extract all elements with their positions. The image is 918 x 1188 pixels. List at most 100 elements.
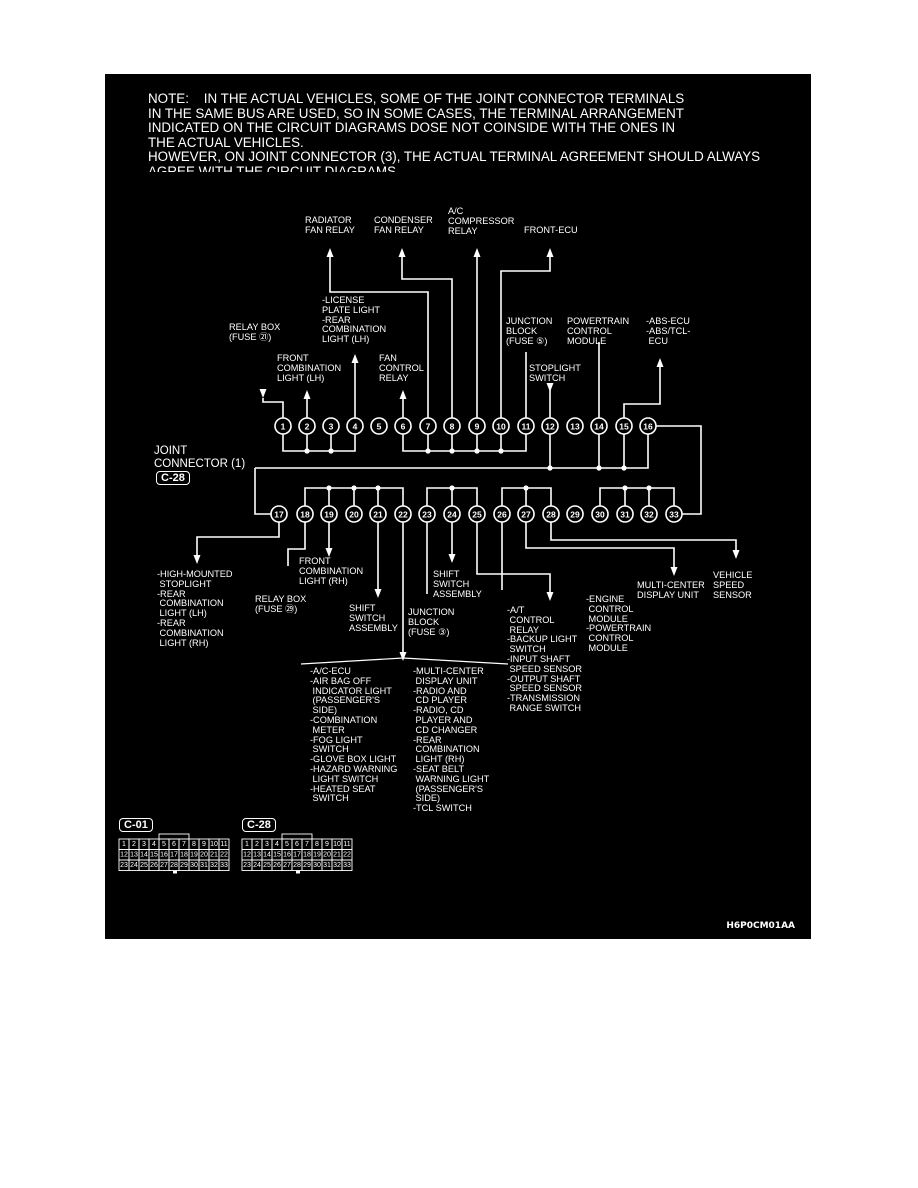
connector-face-c28-cell-label: 27: [283, 862, 291, 869]
junction-dot: [375, 485, 381, 491]
arrow-up-icon: [326, 248, 334, 257]
note-text: NOTE: IN THE ACTUAL VEHICLES, SOME OF TH…: [148, 92, 761, 172]
junction-block-bottom-label: JUNCTION BLOCK (FUSE ③): [408, 607, 455, 637]
arrow-up-icon: [351, 354, 359, 363]
arrow-down-icon: [670, 567, 678, 576]
terminal-24: [443, 505, 461, 523]
terminal-20-label: 20: [349, 510, 359, 520]
connector-face-c28-cell-label: 31: [323, 862, 331, 869]
terminal-27-label: 27: [521, 510, 531, 520]
connector-face-c01-cell: [218, 859, 230, 871]
arrow-up-icon: [399, 390, 407, 399]
connector-face-c01-cell-label: 28: [170, 862, 178, 869]
connector-face-c01-cell-label: 21: [210, 851, 218, 858]
terminal-33: [665, 505, 683, 523]
junction-dot: [596, 465, 602, 471]
connector-face-c28-cell: [341, 859, 353, 871]
junction-dot: [646, 485, 652, 491]
connector-face-c28-cell-label: 19: [313, 851, 321, 858]
arrow-down-icon: [546, 383, 554, 392]
terminal-19-label: 19: [324, 510, 334, 520]
powertrain-control-module-label: POWERTRAIN CONTROL MODULE: [567, 316, 630, 346]
connector-face-c28-cell-label: 7: [305, 841, 309, 848]
terminal-21-label: 21: [373, 510, 383, 520]
junction-dot: [474, 448, 480, 454]
connector-face-c28-cell-label: 20: [323, 851, 331, 858]
terminal-6-label: 6: [401, 422, 406, 432]
connector-face-c01-cell-label: 15: [150, 851, 158, 858]
terminal-14-label: 14: [594, 422, 604, 432]
connector-face-c28-cell-label: 26: [273, 862, 281, 869]
connector-face-c01-cell-label: 25: [140, 862, 148, 869]
relay-box-top-label: RELAY BOX (FUSE ㉑): [229, 322, 281, 342]
connector-face-c28-cell-label: 33: [343, 862, 351, 869]
junction-dot: [498, 448, 504, 454]
connector-face-c01-cell-label: 11: [220, 841, 227, 848]
arrow-up-icon: [473, 248, 481, 257]
connector-face-c28-cell-label: 32: [333, 862, 341, 869]
connector-face-c01-cell-label: 30: [190, 862, 198, 869]
connector-face-c01-cell-label: 16: [160, 851, 168, 858]
wire-b28: [550, 522, 737, 554]
bus-c: [255, 434, 649, 469]
arrow-down-icon: [546, 592, 554, 601]
junction-block-top-label: JUNCTION BLOCK (FUSE ⑤): [506, 316, 553, 346]
terminal-6: [394, 417, 412, 435]
connector-face-c28-cell-label: 13: [253, 851, 261, 858]
terminal-26: [493, 505, 511, 523]
connector-face-c01-cell-label: 13: [130, 851, 138, 858]
connector-face-c01-cell-label: 33: [220, 862, 228, 869]
terminal-11-label: 11: [522, 422, 531, 432]
terminal-4-label: 4: [353, 422, 358, 432]
connector-view-c28-tag: C-28: [242, 818, 276, 832]
connector-face-c01-cell-label: 22: [220, 851, 228, 858]
arrow-down-icon: [374, 589, 382, 598]
connector-face-c01-cell-label: 3: [142, 841, 146, 848]
device-list-left: -A/C-ECU -AIR BAG OFF INDICATOR LIGHT (P…: [310, 666, 398, 804]
terminal-23: [418, 505, 436, 523]
terminal-2-label: 2: [305, 422, 310, 432]
terminal-33-label: 33: [669, 510, 679, 520]
front-combination-rh-label: FRONT COMBINATION LIGHT (RH): [299, 556, 364, 586]
connector-face-c01-cell-label: 18: [180, 851, 188, 858]
wire-b17: [196, 522, 280, 559]
terminal-7: [419, 417, 437, 435]
wiring-diagram: NOTE: IN THE ACTUAL VEHICLES, SOME OF TH…: [105, 74, 811, 939]
connector-face-c28-cell-label: 17: [293, 851, 301, 858]
connector-face-c01-cell-label: 26: [150, 862, 158, 869]
terminal-30-label: 30: [595, 510, 605, 520]
joint-connector-label: JOINT CONNECTOR (1): [154, 445, 246, 470]
shift-switch-assembly-24-label: SHIFT SWITCH ASSEMBLY: [433, 569, 482, 599]
connector-face-c28-cell-label: 24: [253, 862, 261, 869]
connector-face-c28-cell-label: 21: [333, 851, 341, 858]
terminal-9-label: 9: [475, 422, 480, 432]
terminal-10: [492, 417, 510, 435]
junction-dot: [351, 485, 357, 491]
connector-face-c28-cell-label: 10: [333, 841, 341, 848]
connector-face-c28-latch: [296, 870, 300, 874]
connector-face-c01-cell-label: 12: [120, 851, 128, 858]
terminal-20: [345, 505, 363, 523]
connector-face-c01-cell-label: 27: [160, 862, 168, 869]
connector-face-c28-cell-label: 22: [343, 851, 351, 858]
wire-t8: [401, 256, 453, 418]
terminal-22: [394, 505, 412, 523]
terminal-18-label: 18: [300, 510, 310, 520]
terminal-8: [443, 417, 461, 435]
connector-face-c01-cell-label: 14: [140, 851, 148, 858]
connector-face-c01-cell-label: 5: [162, 841, 166, 848]
connector-face-c28-cell-label: 6: [295, 841, 299, 848]
connector-face-c01-key: [158, 833, 190, 840]
connector-face-c28-cell-label: 29: [303, 862, 311, 869]
front-combination-lh-label: FRONT COMBINATION LIGHT (LH): [277, 353, 342, 383]
terminal-29-label: 29: [570, 510, 580, 520]
terminal-28: [542, 505, 560, 523]
wire-17: [254, 468, 271, 515]
connector-face-c28-cell-label: 12: [243, 851, 251, 858]
terminal-24-label: 24: [447, 510, 457, 520]
terminal-17-label: 17: [274, 510, 284, 520]
high-mounted-stoplight-label: -HIGH-MOUNTED STOPLIGHT -REAR COMBINATIO…: [157, 569, 233, 648]
terminal-3-label: 3: [329, 422, 334, 432]
connector-face-c28-cell-label: 18: [303, 851, 311, 858]
